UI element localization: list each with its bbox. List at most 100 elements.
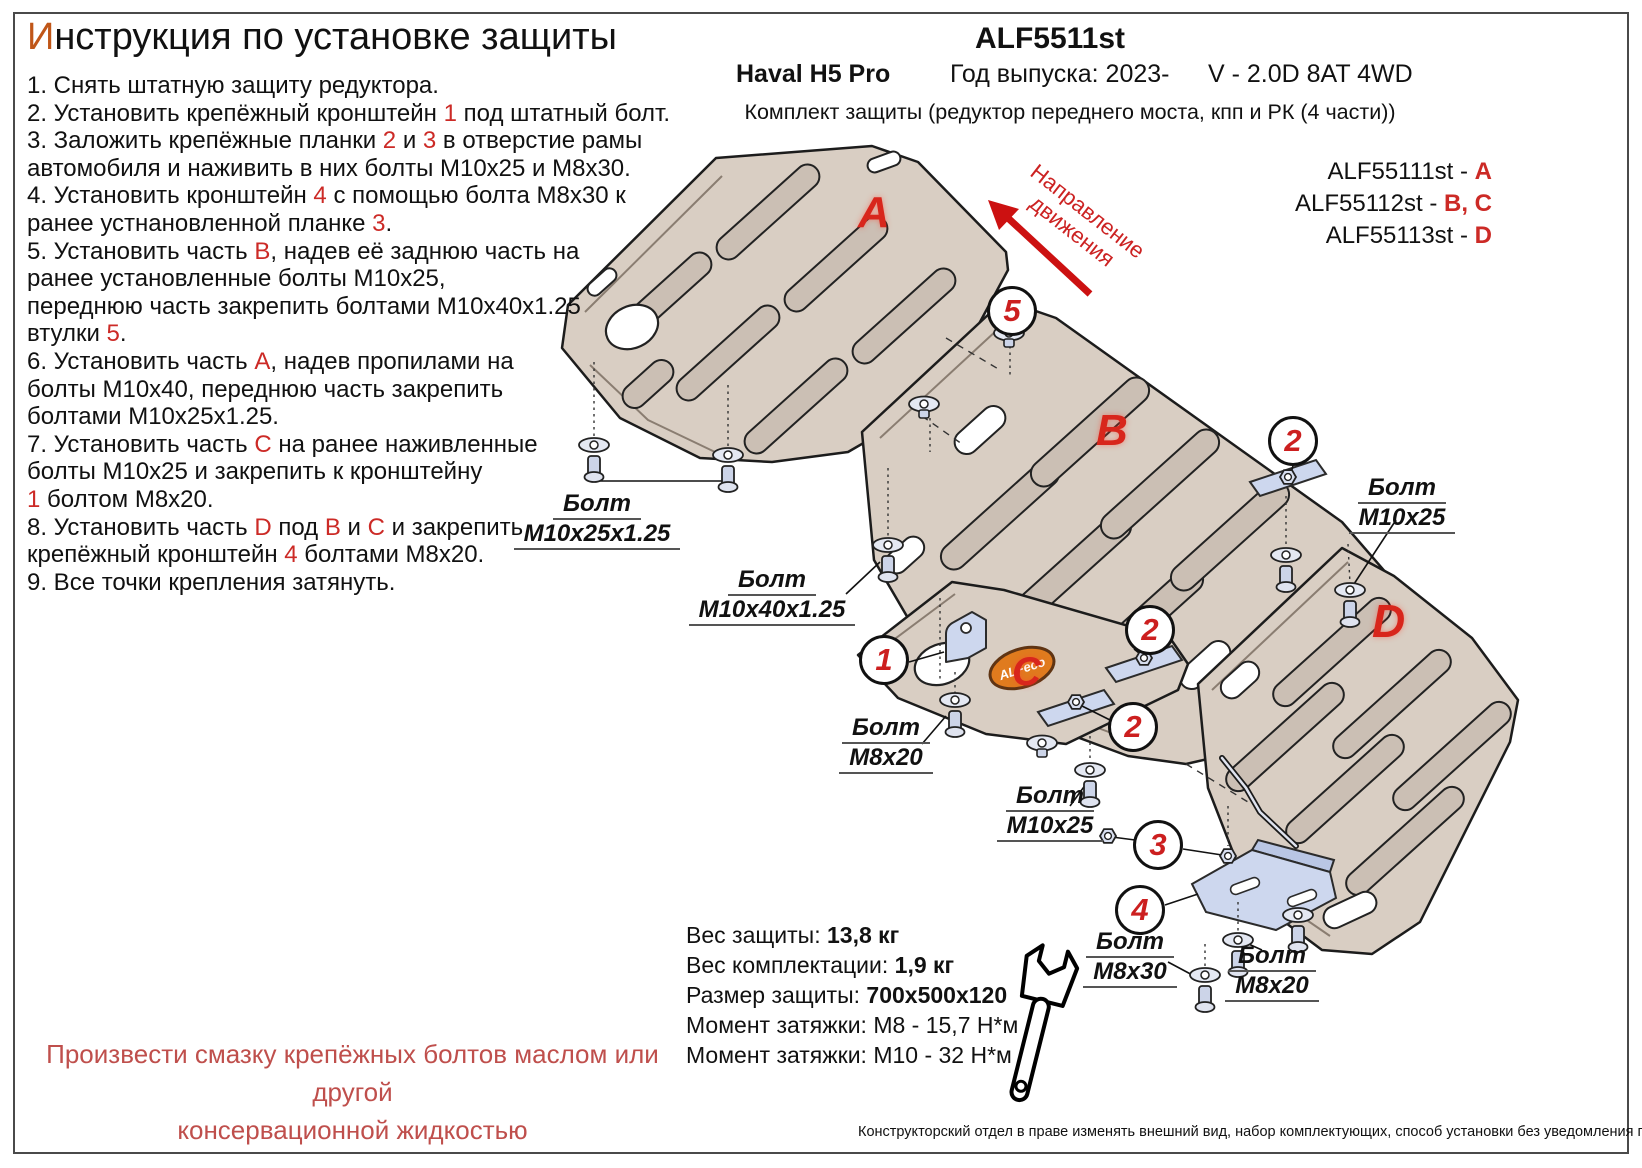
bolt-word: Болт (1006, 782, 1094, 812)
bolt-word: Болт (1228, 942, 1316, 972)
instruction-line: 6. Установить часть A, надев пропилами н… (27, 348, 667, 376)
lubrication-warning: Произвести смазку крепёжных болтов масло… (30, 1035, 675, 1149)
part-code-line-segment: A (1474, 158, 1492, 185)
alfeco-logo (988, 645, 1056, 691)
alignment-lines (593, 337, 1351, 968)
instruction-line-segment: . (119, 320, 127, 348)
part-code-line: ALF55111st - A (1295, 156, 1492, 188)
nut-icon (1219, 848, 1237, 864)
nut-icon (1279, 469, 1297, 485)
instruction-line-segment: 3. Заложить крепёжные планки (27, 127, 383, 155)
part-code-line-segment: ALF55113st - (1325, 222, 1475, 249)
callout-2-lower: 2 (1108, 702, 1158, 752)
bolt-label-m10x25-right: Болт M10x25 (1307, 474, 1497, 534)
production-year: Год выпуска: 2023- (950, 60, 1170, 88)
callout-3: 3 (1133, 820, 1183, 870)
page-title: Инструкция по установке защиты (27, 16, 617, 59)
spec-line: Размер защиты: 700x500x120 (686, 980, 1018, 1010)
instruction-line-segment: 2. Установить крепёжный кронштейн (27, 99, 444, 127)
instruction-line-segment: 1 (27, 485, 41, 513)
instruction-line-segment: на ранее наживленные (271, 430, 538, 458)
page-border (13, 12, 1629, 1154)
bolt-word: Болт (728, 566, 816, 596)
instruction-line-segment: под штатный болт. (456, 99, 671, 127)
callout-2-middle: 2 (1125, 605, 1175, 655)
instruction-line-segment: 4 (313, 182, 327, 210)
instruction-line: крепёжный кронштейн 4 болтами М8х20. (27, 541, 667, 569)
part-code-line-segment: ALF55111st - (1327, 158, 1475, 185)
spec-line-segment: Вес комплектации: (686, 952, 895, 978)
instruction-line-segment: и закрепить (384, 513, 524, 541)
warning-line: Произвести смазку крепёжных болтов масло… (30, 1035, 675, 1111)
instruction-line: ранее устнановленной планке 3. (27, 210, 667, 238)
bolt-label-m8x30: Болт M8x30 (1035, 928, 1225, 988)
spec-line-segment: Размер защиты: (686, 982, 867, 1008)
instruction-line-segment: , надев её заднюю часть на (270, 237, 580, 265)
instruction-line: 1. Снять штатную защиту редуктора. (27, 72, 667, 100)
instruction-line-segment: 5. Установить часть (27, 237, 255, 265)
instruction-line: 5. Установить часть B, надев её заднюю ч… (27, 238, 667, 266)
spec-line: Момент затяжки: М8 - 15,7 Н*м (686, 1010, 1018, 1040)
kit-description: Комплект защиты (редуктор переднего мост… (744, 100, 1396, 124)
instruction-line-segment: . (385, 209, 393, 237)
part-code-line: ALF55112st - B, C (1295, 188, 1492, 220)
callout-4: 4 (1115, 885, 1165, 935)
instruction-line: 2. Установить крепёжный кронштейн 1 под … (27, 99, 671, 128)
instruction-line-segment: C (367, 513, 385, 541)
spec-line-segment: Момент затяжки: М8 - 15,7 Н*м (686, 1012, 1019, 1038)
title-rest: нструкция по установке защиты (54, 16, 617, 58)
wrench-icon (1009, 943, 1080, 1103)
bolt-label-m8x20-left: Болт M8x20 (791, 714, 981, 774)
bolt-label-m10x25x125: Болт M10x25x1.25 (502, 490, 692, 550)
instruction-line-segment: , надев пропилами на (270, 347, 514, 375)
bolt-word: Болт (1358, 474, 1446, 504)
warning-line-segment: консервационной жидкостью (177, 1115, 528, 1145)
instruction-line: 9. Все точки крепления затянуть. (27, 569, 667, 597)
instruction-line: 8. Установить часть D под B и C и закреп… (27, 514, 667, 542)
instruction-line-segment: и (340, 513, 368, 541)
instruction-line-segment: болты М10х25 и закрепить к кронштейну (27, 458, 483, 486)
part-a-plate (560, 144, 1010, 464)
bolt-word: Болт (1086, 928, 1174, 958)
bolt-label-m10x40x125: Болт M10x40x1.25 (677, 566, 867, 626)
instruction-line-segment: болтом М8х20. (40, 485, 214, 513)
spec-line-segment: Момент затяжки: М10 - 32 Н*м (686, 1042, 1012, 1068)
spec-line-segment: 1,9 кг (894, 952, 955, 978)
instruction-line-segment: ранее установленные болты М10х25, (27, 265, 446, 293)
callout-1: 1 (859, 635, 909, 685)
bolt-size: M10x25x1.25 (513, 520, 681, 550)
instruction-line-segment: 7. Установить часть (27, 430, 255, 458)
bent-rod (1219, 755, 1299, 849)
part-label-d: D (1372, 595, 1406, 647)
part-code-line-segment: ALF55112st - (1295, 190, 1444, 217)
instruction-line: 3. Заложить крепёжные планки 2 и 3 в отв… (27, 127, 667, 155)
part-code-line-segment: B, C (1444, 190, 1492, 217)
bolt-label-m10x25-mid: Болт M10x25 (955, 782, 1145, 842)
bolt-icon (712, 447, 744, 493)
spec-line-segment: 13,8 кг (826, 922, 900, 948)
instruction-line-segment: B (324, 513, 341, 541)
instruction-line: втулки 5. (27, 320, 667, 348)
car-model: Haval H5 Pro (736, 60, 891, 88)
instruction-line-segment: в отверстие рамы (436, 127, 643, 155)
bolt-size: M8x20 (1225, 972, 1319, 1002)
nut-icon (1067, 694, 1085, 710)
instruction-line: 4. Установить кронштейн 4 с помощью болт… (27, 182, 667, 210)
instruction-line-segment: 3 (422, 127, 437, 155)
instruction-line-segment: ранее устнановленной планке (27, 209, 373, 237)
callout-5: 5 (987, 286, 1037, 336)
bolt-size: M8x20 (839, 744, 933, 774)
kit-part-number: ALF5511st (974, 22, 1126, 55)
warning-line: консервационной жидкостью (30, 1111, 675, 1149)
instruction-line-segment: автомобиля и наживить в них болты М10х25… (27, 154, 631, 182)
spec-line: Вес комплектации: 1,9 кг (686, 950, 1018, 980)
bolt-word: Болт (553, 490, 641, 520)
part-label-c: C (1012, 650, 1041, 694)
instruction-line-segment: 2 (382, 127, 397, 155)
bolt-word: Болт (842, 714, 930, 744)
engine-spec: V - 2.0D 8AT 4WD (1208, 60, 1413, 88)
instruction-line-segment: с помощью болта М8х30 к (326, 182, 626, 210)
instruction-line-segment: 9. Все точки крепления затянуть. (27, 568, 396, 596)
